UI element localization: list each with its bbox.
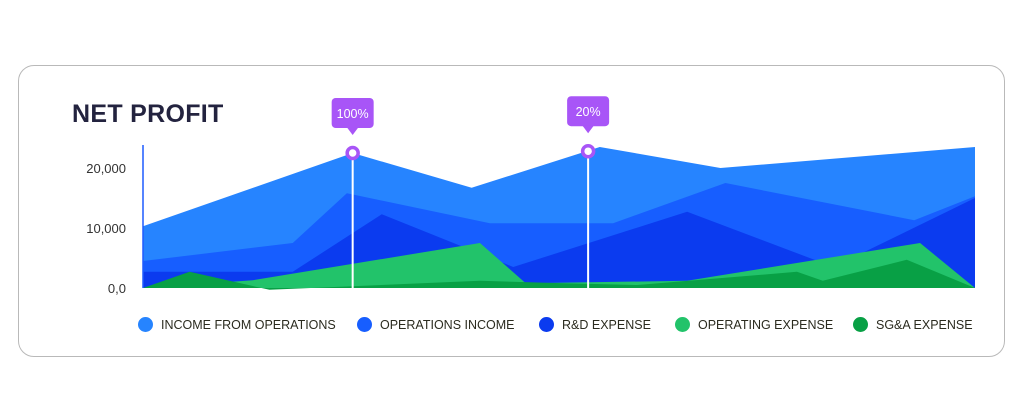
annotation-pointer (582, 125, 595, 134)
legend-dot-icon (539, 317, 554, 332)
annotation-marker (345, 145, 360, 161)
annotation-tooltip (331, 98, 374, 128)
legend-label: INCOME FROM OPERATIONS (161, 317, 336, 332)
legend-dot-icon (138, 317, 153, 332)
legend-dot-icon (853, 317, 868, 332)
annotation-label: 20% (576, 105, 601, 119)
legend-label: SG&A EXPENSE (876, 317, 973, 332)
y-tick-label: 20,000 (86, 161, 126, 176)
annotation-label: 100% (337, 107, 369, 121)
legend-dot-icon (357, 317, 372, 332)
chart-title: NET PROFIT (72, 100, 224, 128)
annotation-marker (580, 143, 596, 159)
legend-label: OPERATING EXPENSE (698, 317, 834, 332)
legend-dot-icon (675, 317, 690, 332)
legend-item[interactable]: OPERATING EXPENSE (675, 317, 833, 332)
area-series-4 (143, 259, 975, 290)
annotation-tooltip (567, 96, 610, 127)
y-tick-label: 10,000 (86, 221, 126, 236)
legend-item[interactable]: OPERATIONS INCOME (357, 317, 515, 332)
legend-label: OPERATIONS INCOME (380, 317, 515, 332)
chart-card (18, 65, 1005, 357)
legend-item[interactable]: INCOME FROM OPERATIONS (138, 317, 336, 332)
legend-item[interactable]: R&D EXPENSE (539, 317, 651, 332)
legend-label: R&D EXPENSE (562, 317, 651, 332)
legend-item[interactable]: SG&A EXPENSE (853, 317, 973, 332)
annotation-pointer (346, 127, 359, 135)
y-tick-label: 0,0 (108, 281, 126, 296)
